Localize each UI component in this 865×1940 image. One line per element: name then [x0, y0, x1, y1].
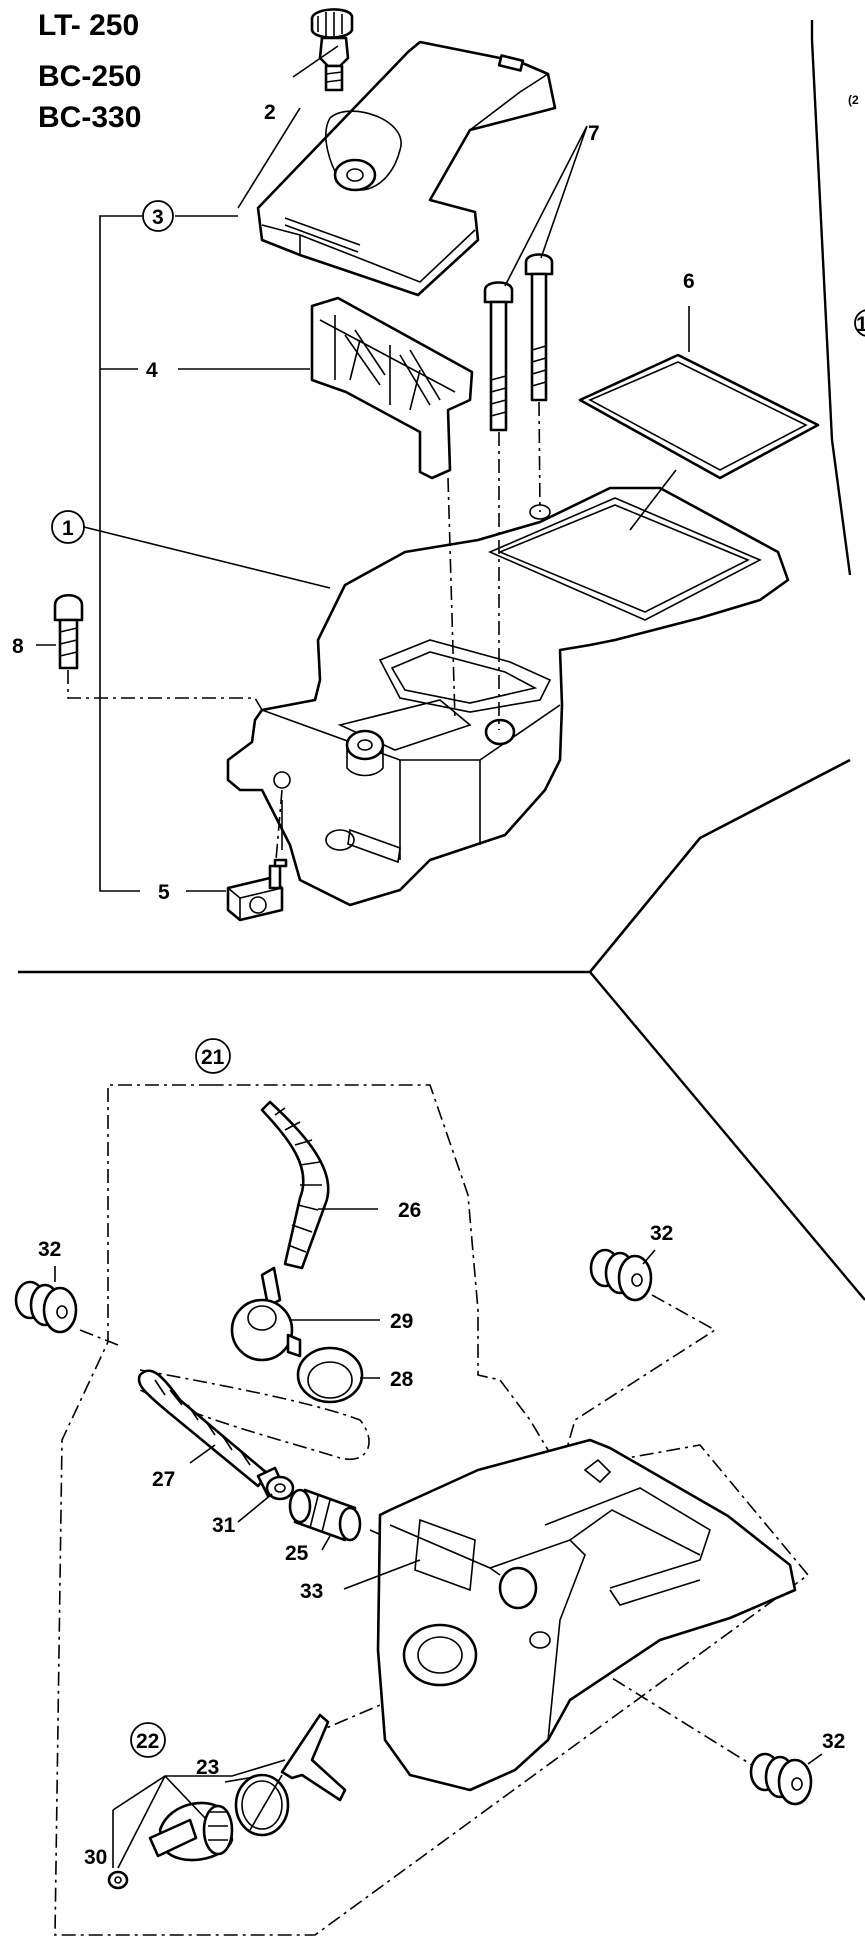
part-28-grommet — [296, 1346, 364, 1404]
edge-fragment-1: (2 — [848, 93, 859, 107]
leader-1 — [83, 526, 331, 589]
callout-22-circle — [130, 1722, 166, 1758]
part-26-fuel-hose — [260, 1100, 330, 1270]
leader-32-right — [642, 1249, 656, 1265]
align-cap-to-tank — [309, 1689, 416, 1736]
callout-6: 6 — [683, 270, 695, 293]
callout-31: 31 — [212, 1514, 236, 1537]
group-28-hose-loop — [139, 1369, 370, 1461]
callout-33: 33 — [300, 1580, 323, 1603]
part-3-filter-cover — [256, 40, 557, 297]
leader-33 — [343, 1559, 421, 1590]
align-7b-to-housing — [538, 401, 541, 513]
leader-22-bracket — [112, 1759, 286, 1869]
callout-1-circle — [51, 510, 85, 544]
edge-fragment-2: 1 — [856, 313, 865, 336]
part-32-grommet-lower — [749, 1752, 813, 1806]
align-4-to-housing — [447, 477, 456, 721]
divider-diagonal — [589, 971, 865, 1301]
part-29-fuel-pickup — [230, 1266, 302, 1362]
part-32-grommet-right — [589, 1248, 653, 1302]
align-32-left — [79, 1329, 119, 1346]
callout-25: 25 — [285, 1542, 309, 1565]
callout-4: 4 — [146, 359, 158, 382]
callout-28: 28 — [390, 1368, 414, 1391]
part-32-grommet-left — [14, 1280, 78, 1334]
callout-22: 22 — [136, 1730, 159, 1753]
leader-23 — [224, 1776, 255, 1783]
part-25-fuel-filter — [288, 1488, 362, 1542]
part-7-long-screws — [483, 253, 554, 432]
part-8-small-screw — [53, 593, 84, 670]
part-30-small-nut — [107, 1870, 129, 1890]
callout-27: 27 — [152, 1468, 175, 1491]
model-title-lt250: LT- 250 — [38, 9, 139, 42]
part-23-o-ring — [234, 1773, 290, 1837]
leader-7 — [504, 125, 588, 287]
callout-26: 26 — [398, 1199, 421, 1222]
callout-2: 2 — [264, 101, 276, 124]
cap-tether-strap — [249, 1713, 347, 1831]
part-1-housing — [226, 486, 790, 907]
callout-5: 5 — [158, 881, 170, 904]
leader-31 — [237, 1493, 273, 1523]
callout-3: 3 — [152, 206, 164, 229]
edge-fragment-circle — [854, 309, 865, 337]
align-8-to-housing — [67, 670, 263, 711]
leader-2 — [237, 45, 339, 209]
part-22-fuel-cap — [148, 1801, 234, 1862]
part-2-knob-screw — [310, 8, 354, 92]
callout-7: 7 — [588, 122, 600, 145]
align-32-right — [564, 1294, 717, 1456]
leader-27 — [189, 1444, 216, 1464]
part-31-washer — [265, 1475, 295, 1501]
callout-8: 8 — [12, 635, 24, 658]
callout-29: 29 — [390, 1310, 413, 1333]
fuel-tank — [376, 1438, 797, 1792]
leader-32-lower — [807, 1753, 823, 1765]
divider-horizontal — [18, 758, 851, 974]
divider-right-upper — [810, 20, 852, 576]
callout-1: 1 — [62, 517, 74, 540]
part-5-latch-clip — [226, 858, 288, 922]
leader-25 — [321, 1535, 331, 1551]
model-title-bc250: BC-250 — [38, 60, 141, 93]
callout-32-right: 32 — [650, 1222, 673, 1245]
callout-21: 21 — [201, 1046, 225, 1069]
bracket-3-group — [99, 215, 142, 892]
callout-32-left: 32 — [38, 1238, 61, 1261]
callout-3-circle — [142, 200, 174, 232]
callout-23: 23 — [196, 1756, 219, 1779]
callout-21-circle — [195, 1038, 231, 1074]
callout-32-lower: 32 — [822, 1730, 845, 1753]
leader-6-to-housing — [629, 469, 677, 531]
model-title-bc330: BC-330 — [38, 101, 141, 134]
part-4-filter-element — [310, 296, 474, 480]
align-5-to-housing — [275, 789, 283, 861]
group-21-outline — [54, 1084, 810, 1936]
part-6-gasket-plate — [578, 353, 820, 480]
callout-30: 30 — [84, 1846, 107, 1869]
